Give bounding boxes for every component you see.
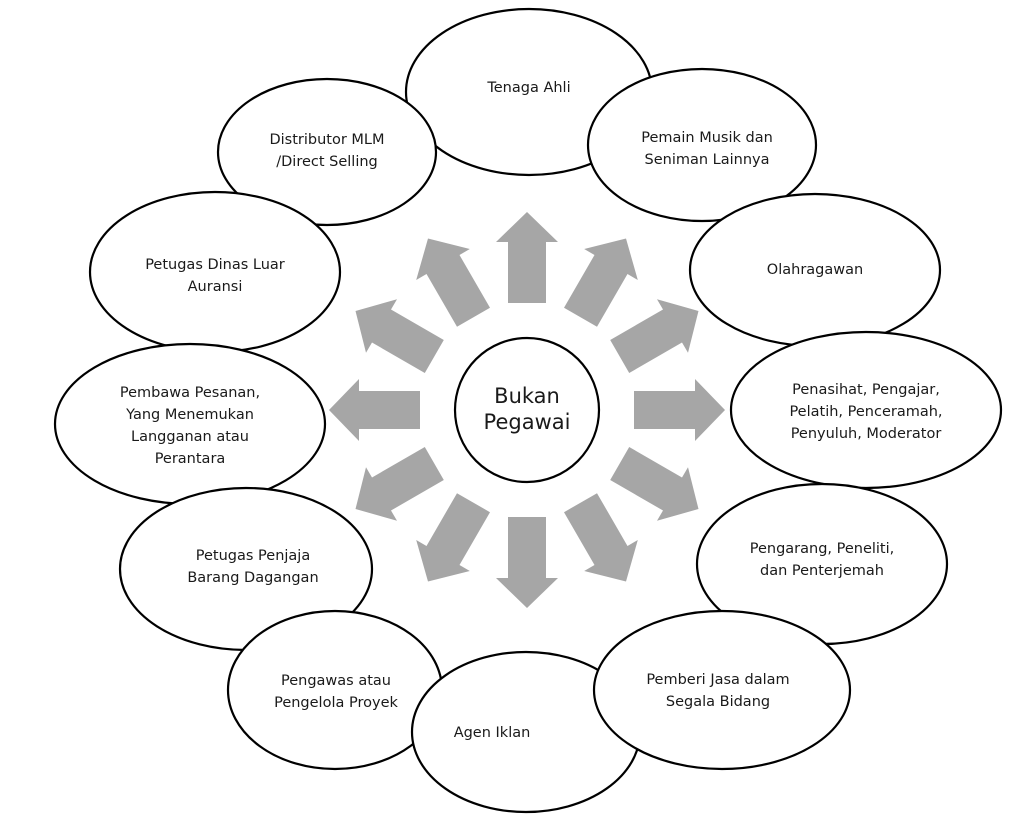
- node-label: Pengarang, Peneliti,dan Penterjemah: [750, 541, 895, 579]
- node-distributor-mlm: Distributor MLM/Direct Selling: [216, 77, 438, 227]
- radial-arrow: [355, 447, 444, 521]
- node-label: Distributor MLM/Direct Selling: [269, 132, 384, 170]
- radial-arrow: [329, 379, 420, 441]
- node-ellipse: [592, 609, 852, 771]
- arrow-ring: [329, 212, 725, 608]
- node-label: Penasihat, Pengajar,Pelatih, Penceramah,…: [789, 382, 942, 442]
- radial-arrow: [564, 238, 638, 327]
- radial-arrow: [496, 517, 558, 608]
- node-ellipse: [586, 67, 818, 223]
- radial-arrow: [610, 299, 699, 373]
- radial-arrow: [496, 212, 558, 303]
- node-label: Olahragawan: [767, 262, 863, 278]
- radial-arrow: [355, 299, 444, 373]
- node-label: Tenaga Ahli: [486, 80, 570, 96]
- node-penasihat: Penasihat, Pengajar,Pelatih, Penceramah,…: [729, 330, 1003, 490]
- node-ellipse: [216, 77, 438, 227]
- node-ellipse: [226, 609, 444, 771]
- node-olahragawan: Olahragawan: [688, 192, 942, 348]
- node-label: Agen Iklan: [454, 725, 531, 741]
- radial-arrow: [610, 447, 699, 521]
- radial-arrow: [416, 238, 490, 327]
- center-circle: [453, 336, 601, 484]
- node-agen-iklan: Agen Iklan: [410, 650, 642, 814]
- radial-arrow: [564, 493, 638, 582]
- node-pengarang: Pengarang, Peneliti,dan Penterjemah: [695, 482, 949, 646]
- radial-arrow: [634, 379, 725, 441]
- node-ellipse: [53, 342, 327, 506]
- radial-arrow: [416, 493, 490, 582]
